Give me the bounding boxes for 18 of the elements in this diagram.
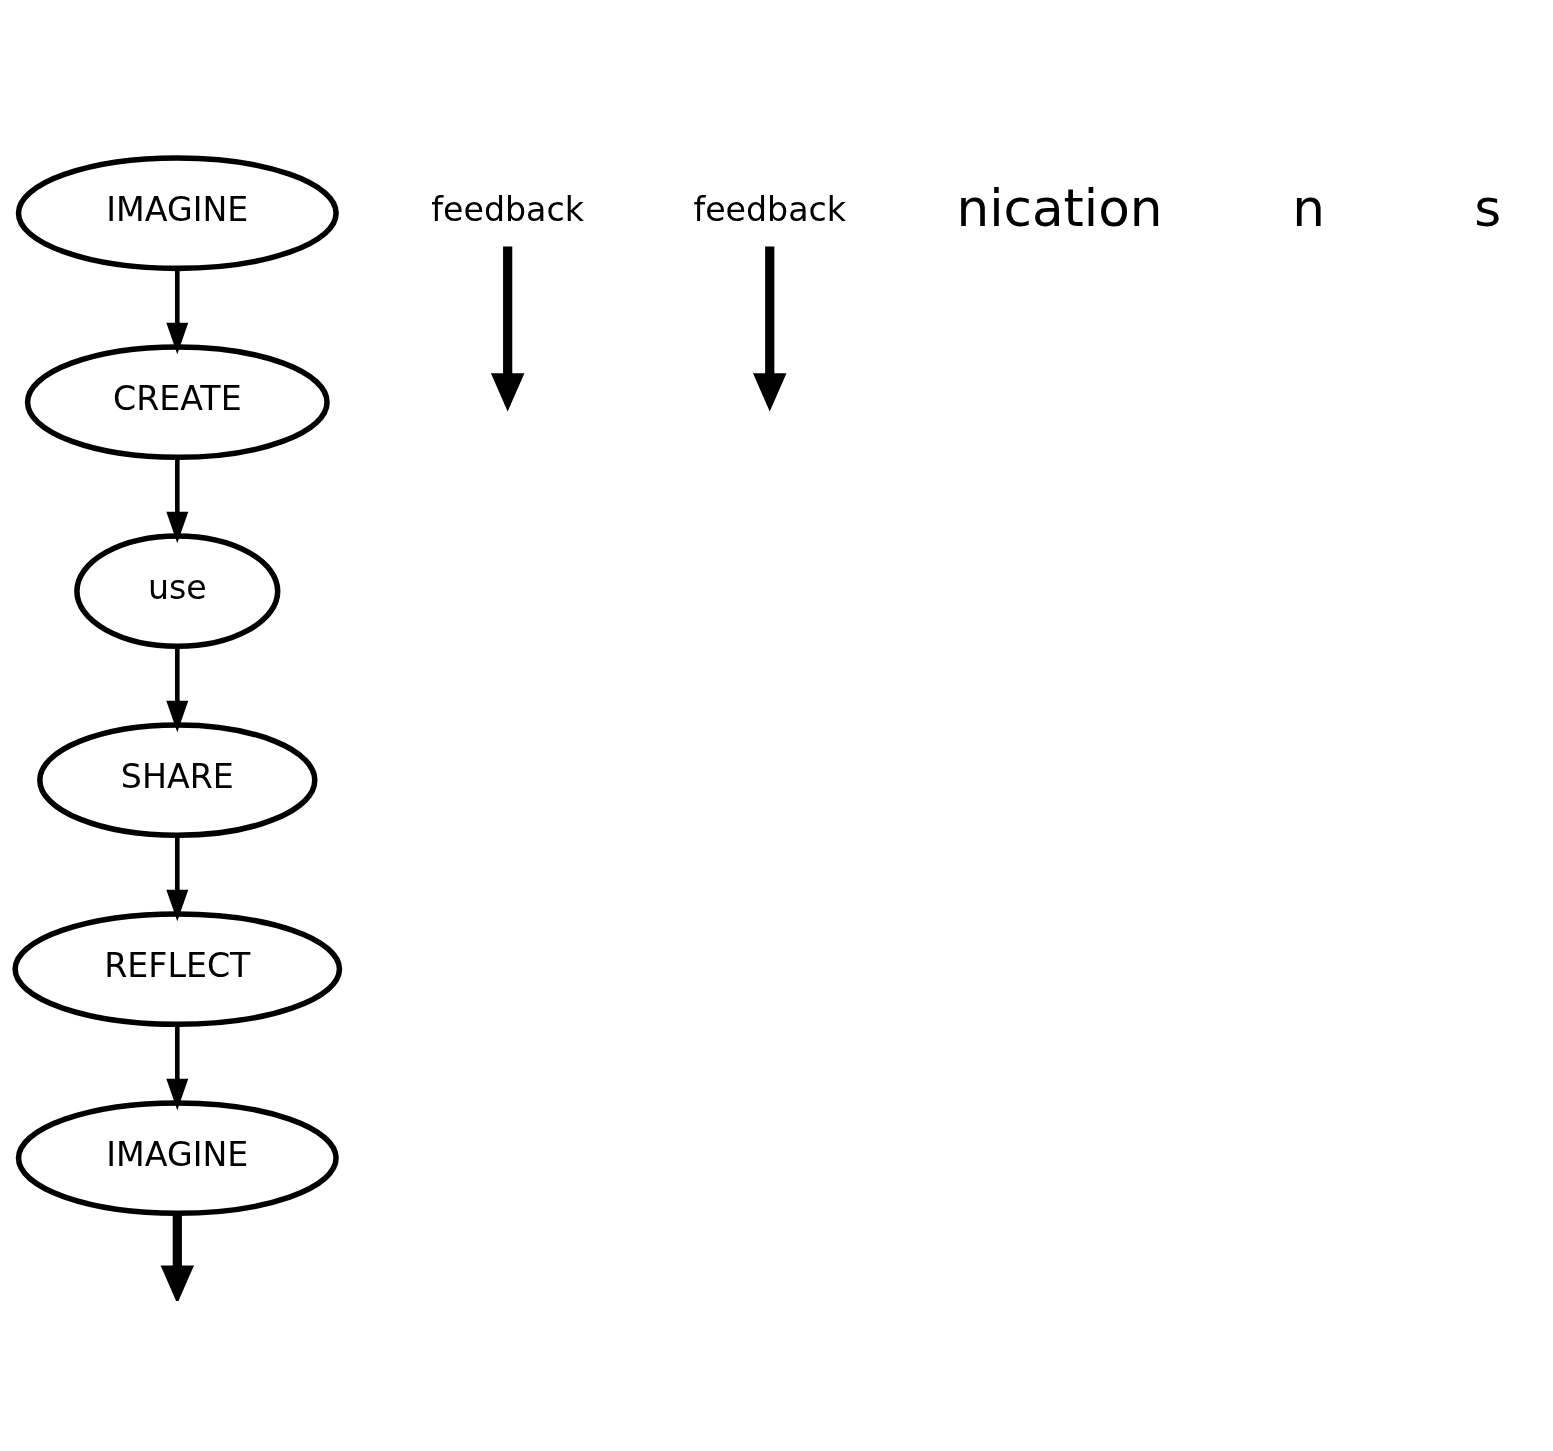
arrow [166,834,189,921]
arrow [160,1212,195,1301]
arrow [490,245,525,412]
node-ellipse: CREATE [24,343,330,460]
node-ellipse: IMAGINE [15,1099,339,1216]
node-ellipse: use [74,532,281,649]
label: nication [956,177,1163,238]
node-ellipse: REFLECT [12,910,343,1027]
arrow [166,456,189,543]
node-ellipse: IMAGINE [15,154,339,271]
node-ellipse: SHARE [37,721,318,838]
arrow [753,245,787,412]
node-text: feedback [431,189,584,229]
node-text: feedback [693,189,847,229]
label: n [1292,177,1326,238]
arrow [166,1023,189,1110]
arrow [166,645,189,732]
label: s [1474,177,1502,238]
